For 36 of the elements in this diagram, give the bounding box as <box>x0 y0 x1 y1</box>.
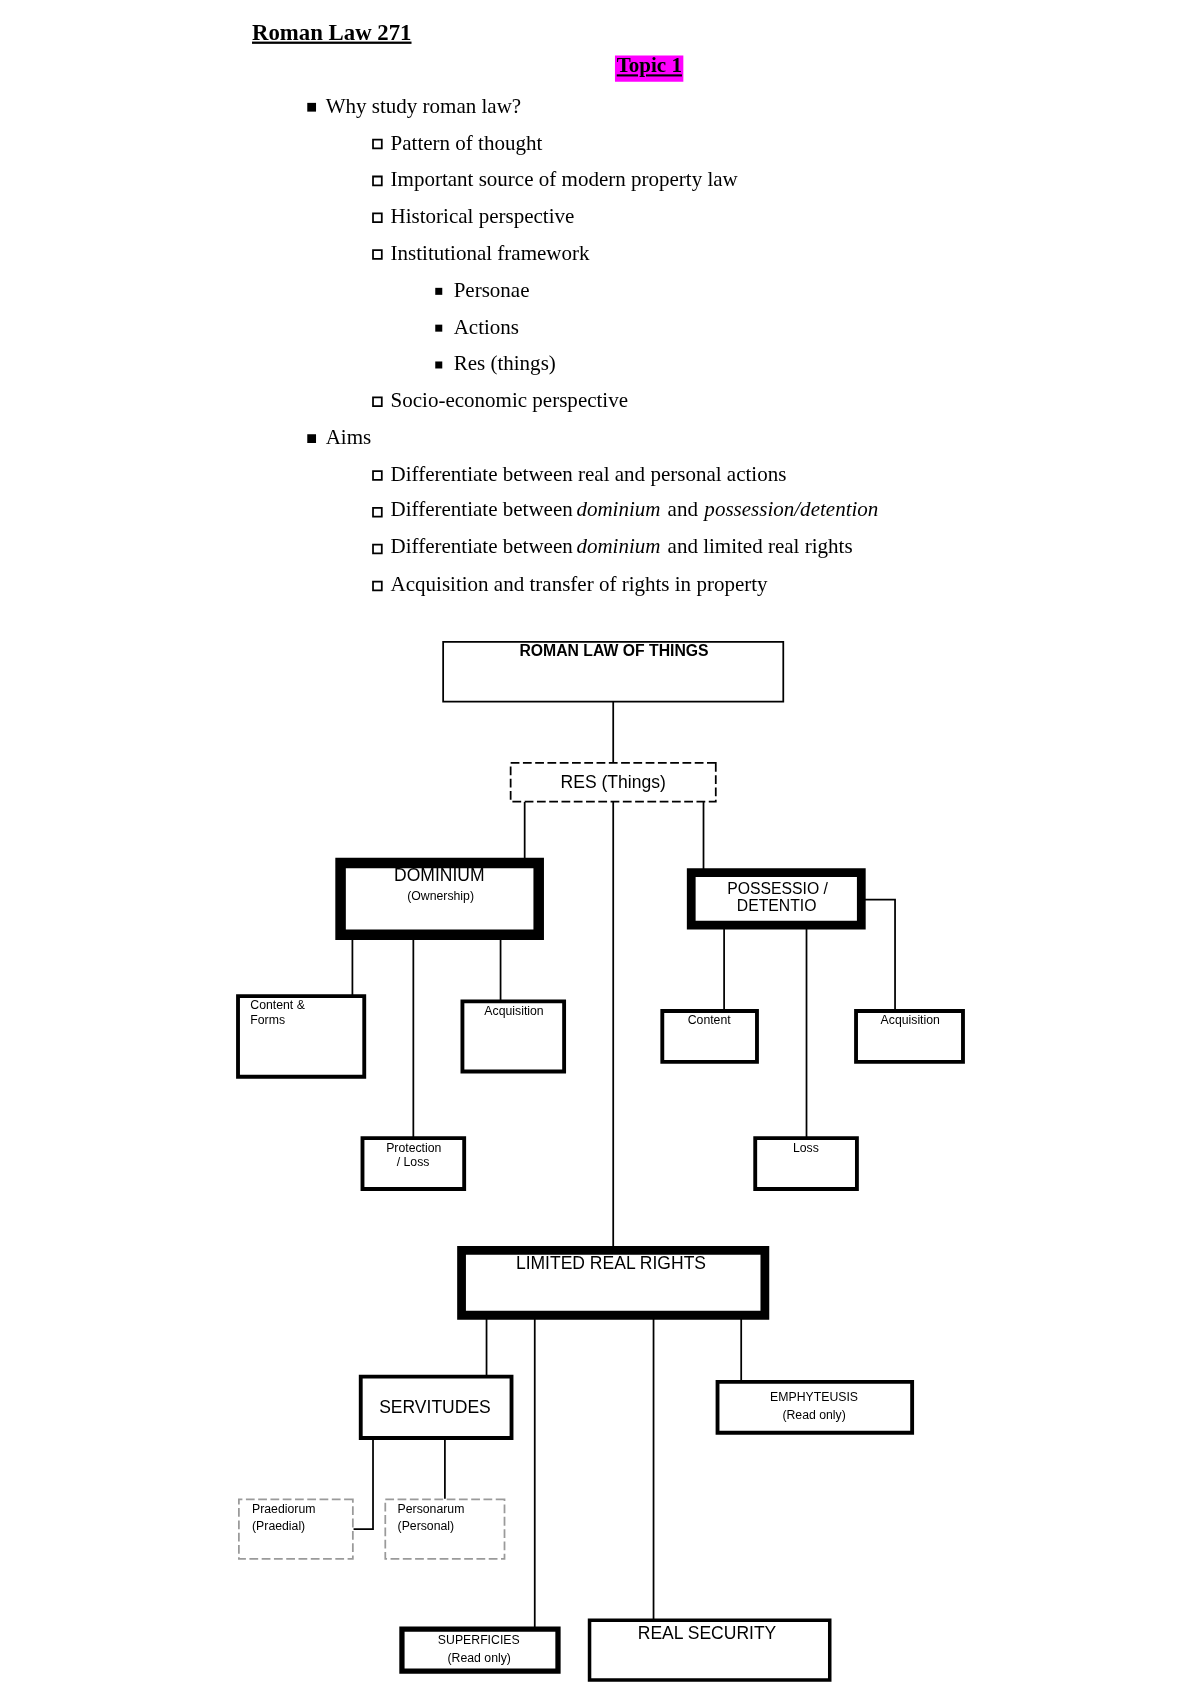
node-box: DOMINIUM (Ownership) <box>334 857 544 941</box>
node-box: Content <box>659 1009 759 1064</box>
node-box: REAL SECURITY <box>587 1618 831 1682</box>
connector <box>443 1437 446 1500</box>
label: Differentiate between real and personal actions <box>390 461 786 486</box>
node-box: Praediorum (Praedial) <box>237 1498 354 1560</box>
connector <box>352 1437 374 1530</box>
label: Socio-economic perspective <box>390 388 628 413</box>
node-box: LIMITED REAL RIGHTS <box>456 1246 769 1320</box>
label: Institutional framework <box>390 240 590 265</box>
label: Actions <box>453 314 519 339</box>
connector <box>611 701 614 764</box>
label: Topic 1 <box>616 53 682 78</box>
node-box: Acquisition <box>853 1009 965 1064</box>
node-box: Content & Forms <box>235 994 366 1079</box>
label: Personae <box>453 277 530 302</box>
node-box: SUPERFICIES (Read only) <box>398 1626 561 1674</box>
node-box: POSSESSIO / DETENTIO <box>686 868 866 930</box>
node-box: Protection / Loss <box>360 1136 466 1191</box>
node-box: Loss <box>752 1136 859 1191</box>
node-box: SERVITUDES <box>358 1374 513 1440</box>
label: Res (things) <box>453 351 556 376</box>
label: Differentiate between dominium and possession/detention <box>390 496 878 521</box>
label: Pattern of thought <box>390 130 542 155</box>
node-box: Acquisition <box>460 999 566 1074</box>
node-box: Personarum (Personal) <box>383 1498 505 1560</box>
node-box: EMPHYTEUSIS (Read only) <box>715 1379 914 1435</box>
label: Acquisition and transfer of rights in property <box>390 572 768 597</box>
label: Important source of modern property law <box>390 167 738 192</box>
label: Historical perspective <box>390 204 574 229</box>
node-box: ROMAN LAW OF THINGS <box>441 641 784 703</box>
node-box: RES (Things) <box>509 762 717 803</box>
label: Differentiate between dominium and limited real rights <box>390 533 853 558</box>
label: Aims <box>325 425 371 450</box>
label: Why study roman law? <box>325 93 521 118</box>
diagram-title: Roman Law 271 <box>251 19 412 45</box>
